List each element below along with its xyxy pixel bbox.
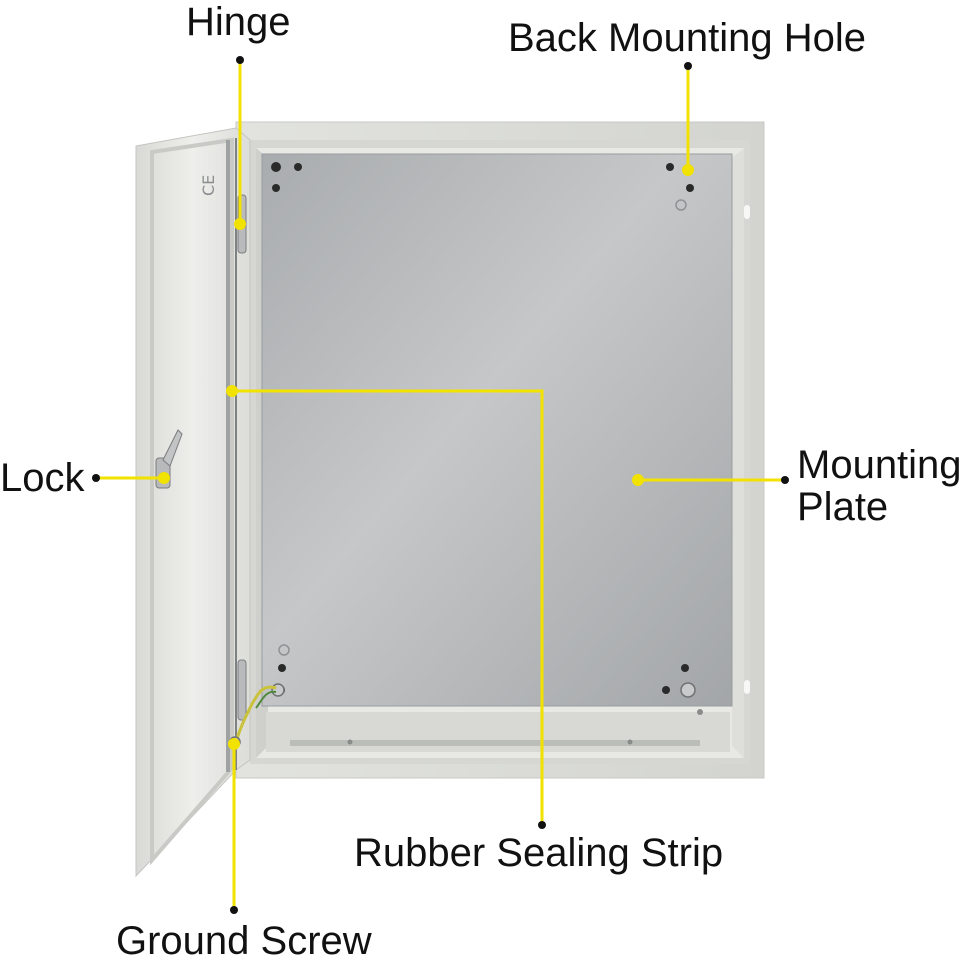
svg-text:CE: CE — [199, 175, 218, 196]
back-mounting-hole-label: Back Mounting Hole — [508, 16, 866, 60]
rubber-sealing-strip-label: Rubber Sealing Strip — [354, 831, 724, 875]
ground-screw-label: Ground Screw — [116, 919, 372, 963]
plate-holes — [271, 162, 694, 695]
lock-label: Lock — [0, 456, 85, 500]
sealing-strip-callout-line — [232, 389, 544, 825]
callout-lines — [96, 60, 784, 910]
mounting-plate-label: Mounting Plate — [797, 443, 962, 529]
callout-dots — [92, 56, 789, 914]
bottom-channel — [266, 709, 730, 752]
mounting-plate — [261, 153, 733, 707]
door: CE — [135, 127, 251, 878]
hinge-label: Hinge — [186, 0, 291, 44]
